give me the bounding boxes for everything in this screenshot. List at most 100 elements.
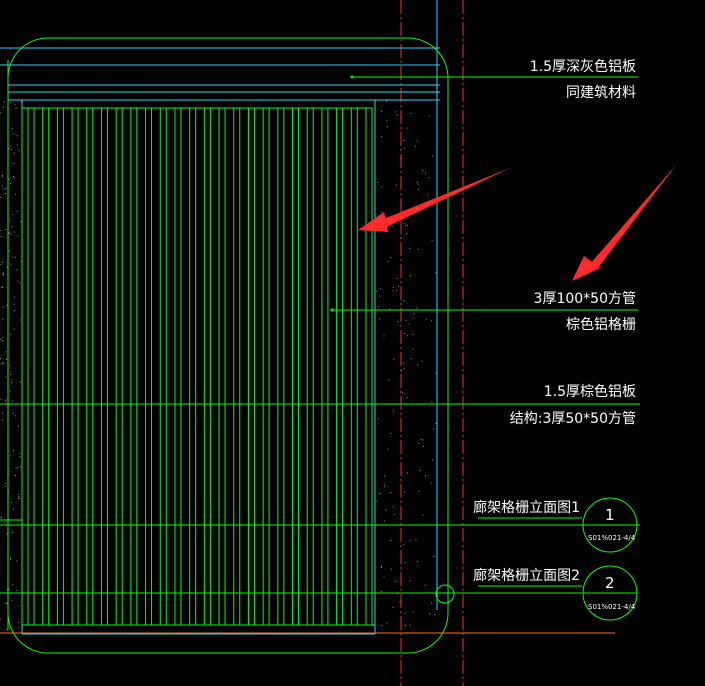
speckle-dot xyxy=(5,482,7,484)
speckle-dot xyxy=(9,145,11,147)
speckle-dot xyxy=(10,263,12,265)
speckle-dot xyxy=(6,533,8,534)
speckle-dot xyxy=(430,320,432,322)
speckle-dot xyxy=(409,540,411,542)
speckle-dot xyxy=(410,358,412,360)
detail-sheet-1: S01%021-4/4 xyxy=(588,534,636,542)
grille-slats xyxy=(27,108,373,625)
speckle-dot xyxy=(405,225,407,227)
speckle-dot xyxy=(412,611,414,613)
speckle-dot xyxy=(0,112,2,114)
speckle-dot xyxy=(10,183,12,184)
speckle-dot xyxy=(383,486,385,488)
speckle-dot xyxy=(418,490,420,492)
speckle-dot xyxy=(423,446,425,447)
speckle-dot xyxy=(0,338,1,340)
speckle-dot xyxy=(393,514,395,516)
speckle-dot xyxy=(390,256,392,258)
speckle-dot xyxy=(13,303,15,305)
speckle-dot xyxy=(1,286,3,288)
speckle-dot xyxy=(5,193,6,194)
speckle-dot xyxy=(422,169,424,171)
speckle-dot xyxy=(0,358,1,360)
detail-bubble-2[interactable]: 2 S01%021-4/4 xyxy=(582,565,638,621)
speckle-dot xyxy=(394,581,396,583)
speckle-dot xyxy=(431,602,432,604)
speckle-dot xyxy=(412,317,414,319)
speckle-dot xyxy=(416,560,418,562)
speckle-dot xyxy=(404,393,406,395)
speckle-dot xyxy=(404,612,406,614)
speckle-dot xyxy=(403,332,405,334)
speckle-dot xyxy=(384,483,386,485)
speckle-dot xyxy=(410,112,412,114)
leader-mid-dot xyxy=(330,308,334,312)
speckle-dot xyxy=(18,627,20,629)
speckle-dot xyxy=(425,318,427,320)
speckle-dot xyxy=(386,119,388,121)
speckle-dot xyxy=(403,362,405,364)
speckle-dot xyxy=(15,269,17,271)
speckle-dot xyxy=(20,381,21,383)
speckle-dot xyxy=(425,172,426,174)
speckle-dot xyxy=(0,516,2,518)
speckle-dot xyxy=(379,318,380,320)
speckle-dot xyxy=(425,475,426,477)
speckle-dot xyxy=(5,376,7,378)
speckle-dot xyxy=(387,448,389,450)
speckle-dot xyxy=(13,177,15,179)
speckle-dot xyxy=(3,274,5,276)
speckle-dot xyxy=(2,273,4,275)
speckle-dot xyxy=(6,358,8,360)
speckle-dot xyxy=(18,493,20,495)
speckle-dot xyxy=(15,474,16,476)
speckle-dot xyxy=(20,101,22,102)
speckle-dot xyxy=(432,459,434,461)
speckle-dot xyxy=(390,568,392,570)
speckle-dot xyxy=(433,428,435,430)
speckle-dot xyxy=(403,147,405,149)
speckle-dot xyxy=(381,136,383,138)
speckle-dot xyxy=(428,115,430,117)
speckle-dot xyxy=(415,539,417,541)
speckle-dot xyxy=(397,321,399,323)
speckle-dot xyxy=(5,351,7,353)
speckle-dot xyxy=(416,307,418,309)
speckle-dot xyxy=(392,290,394,292)
speckle-dot xyxy=(18,149,20,151)
speckle-dot xyxy=(6,629,8,631)
speckle-dot xyxy=(418,189,419,191)
speckle-dot xyxy=(17,280,19,282)
speckle-dot xyxy=(19,319,21,321)
speckle-dot xyxy=(11,226,13,228)
speckle-dot xyxy=(395,184,397,186)
detail-number-1: 1 xyxy=(605,506,615,524)
speckle-dot xyxy=(11,379,13,381)
speckle-dot xyxy=(13,133,15,135)
speckle-dot xyxy=(13,152,15,154)
detail-bubble-1[interactable]: 1 S01%021-4/4 xyxy=(582,497,638,553)
speckle-dot xyxy=(381,211,383,213)
speckle-dot xyxy=(13,328,15,330)
speckle-dot xyxy=(431,401,433,403)
speckle-dot xyxy=(429,613,431,615)
speckle-dot xyxy=(17,235,19,237)
speckle-dot xyxy=(15,467,17,469)
speckle-dot xyxy=(422,439,424,441)
speckle-dot xyxy=(2,306,4,308)
speckle-dot xyxy=(378,306,380,308)
speckle-dot xyxy=(4,485,6,487)
speckle-dot xyxy=(403,368,405,370)
speckle-dot xyxy=(6,589,8,590)
speckle-dot xyxy=(408,323,410,325)
speckle-dot xyxy=(424,584,426,586)
callout-top-line2: 同建筑材料 xyxy=(566,85,636,101)
speckle-dot xyxy=(407,335,409,337)
speckle-dot xyxy=(9,471,11,473)
speckle-dot xyxy=(3,521,5,523)
speckle-dot xyxy=(396,277,398,279)
speckle-dot xyxy=(389,308,391,310)
speckle-dot xyxy=(9,391,11,393)
speckle-dot xyxy=(18,498,20,499)
speckle-dot xyxy=(17,467,19,469)
